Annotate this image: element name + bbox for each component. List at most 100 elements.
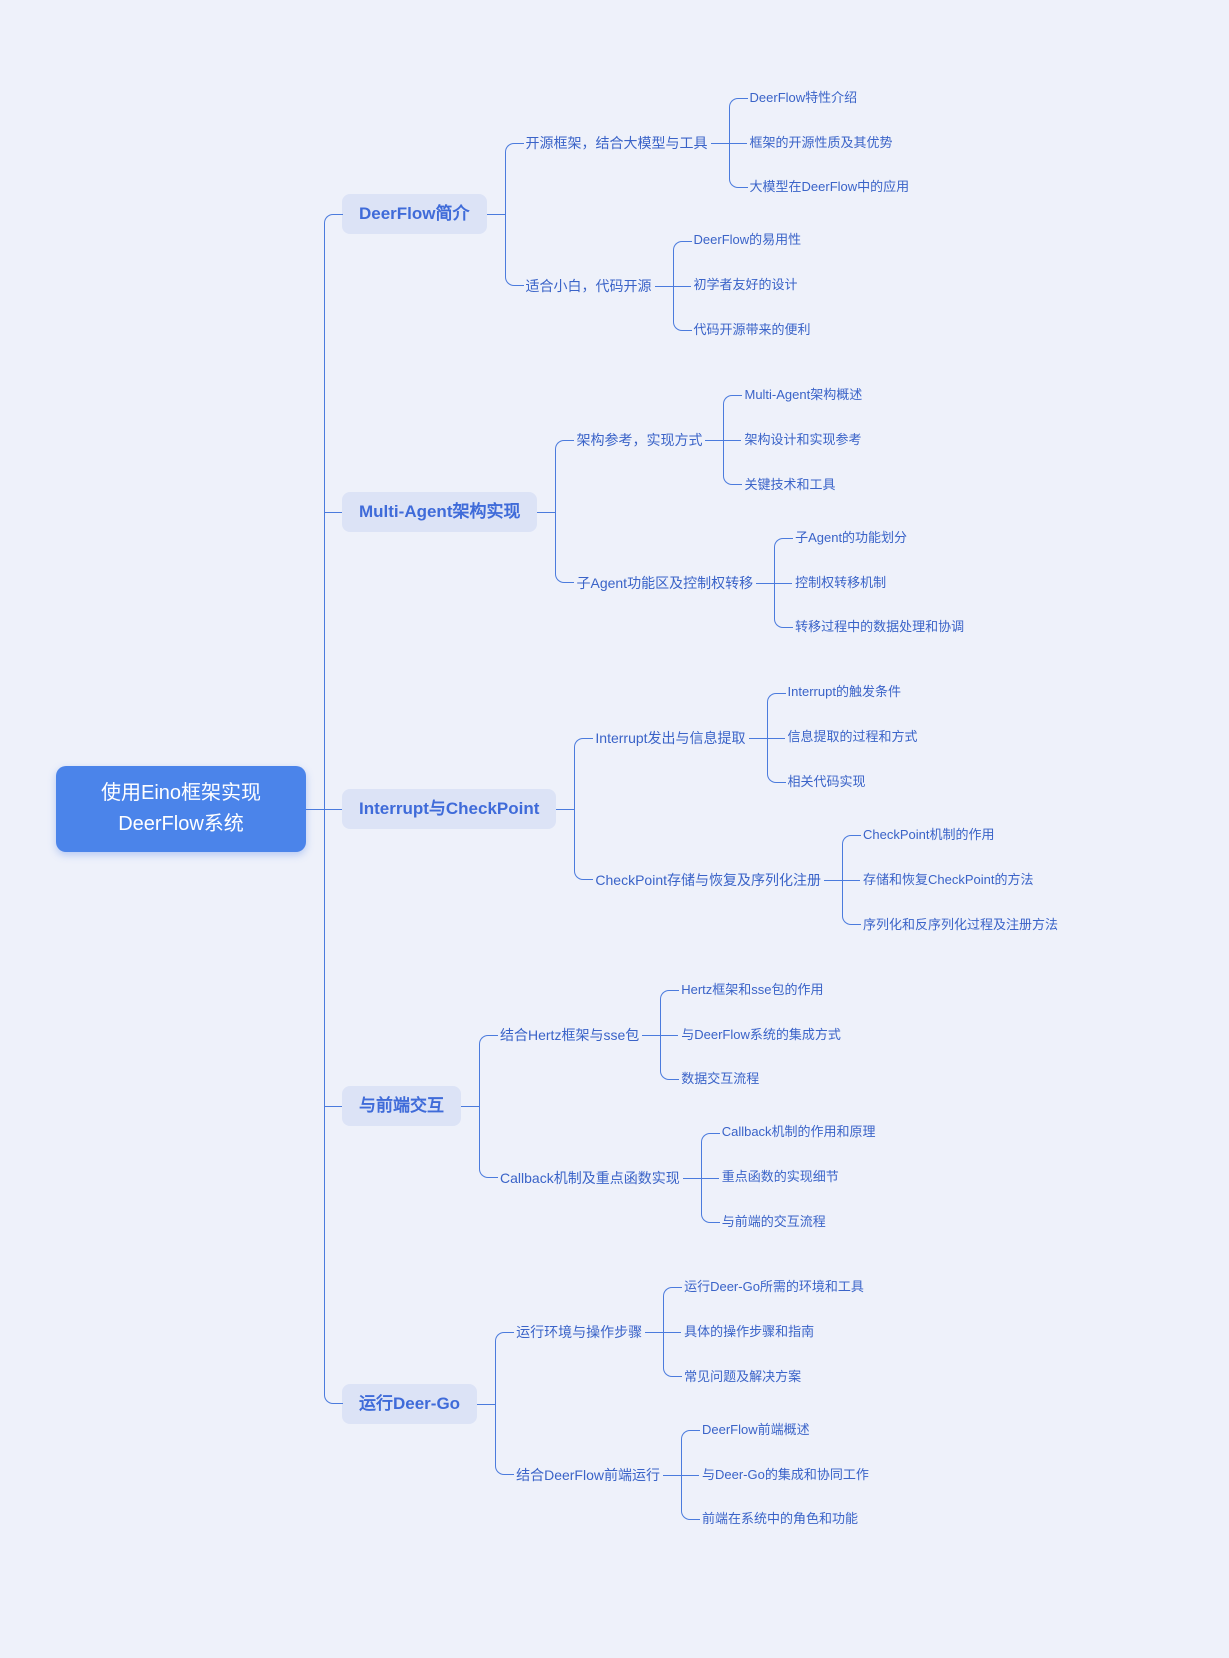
leaf-label[interactable]: 控制权转移机制 (795, 574, 887, 590)
leaf-node: CheckPoint机制的作用 (841, 813, 1061, 858)
leaf-node: Hertz框架和sse包的作用 (660, 968, 844, 1013)
children-group: Interrupt发出与信息提取 Interrupt的触发条件信息提取的过程和方式… (574, 666, 1061, 952)
children-group: DeerFlow特性介绍框架的开源性质及其优势大模型在DeerFlow中的应用 (728, 76, 913, 211)
leaf-node: DeerFlow的易用性 (672, 218, 814, 264)
subtopic-node: 运行环境与操作步骤运行Deer-Go所需的环境和工具具体的操作步骤和指南常见问题… (495, 1261, 872, 1404)
leaf-node: Callback机制的作用和原理 (700, 1110, 879, 1156)
leaf-label[interactable]: DeerFlow特性介绍 (749, 89, 858, 105)
subtopic-label[interactable]: 运行环境与操作步骤 (513, 1321, 664, 1343)
leaf-node: 架构设计和实现参考 (723, 417, 865, 463)
leaf-node: 框架的开源性质及其优势 (728, 120, 913, 166)
leaf-node: 与前端的交互流程 (700, 1200, 879, 1245)
leaf-label[interactable]: 存储和恢复CheckPoint的方法 (863, 871, 1034, 887)
subtopic-node: Interrupt发出与信息提取 Interrupt的触发条件信息提取的过程和方式… (574, 666, 1061, 809)
leaf-label[interactable]: Hertz框架和sse包的作用 (681, 981, 824, 997)
leaf-node: 与Deer-Go的集成和协同工作 (680, 1452, 872, 1498)
leaf-label[interactable]: Callback机制的作用和原理 (721, 1124, 876, 1140)
children-group: 运行Deer-Go所需的环境和工具具体的操作步骤和指南常见问题及解决方案 (663, 1265, 867, 1400)
leaf-label[interactable]: 运行Deer-Go所需的环境和工具 (684, 1279, 864, 1295)
leaf-node: DeerFlow前端概述 (680, 1408, 872, 1453)
leaf-node: 代码开源带来的便利 (672, 308, 814, 353)
leaf-node: Multi-Agent架构概述 (723, 373, 865, 418)
children-group: Multi-Agent架构概述架构设计和实现参考关键技术和工具 (723, 373, 865, 508)
subtopic-label[interactable]: CheckPoint存储与恢复及序列化注册 (592, 869, 842, 891)
leaf-node: 前端在系统中的角色和功能 (680, 1497, 872, 1542)
leaf-node: 数据交互流程 (660, 1057, 844, 1102)
leaf-label[interactable]: 代码开源带来的便利 (693, 322, 811, 338)
leaf-node: 控制权转移机制 (774, 560, 967, 606)
leaf-label[interactable]: Multi-Agent架构概述 (744, 386, 863, 402)
leaf-node: 关键技术和工具 (723, 462, 865, 508)
subtopic-label[interactable]: 结合DeerFlow前端运行 (513, 1464, 681, 1486)
leaf-node: 序列化和反序列化过程及注册方法 (841, 902, 1061, 948)
leaf-label[interactable]: 与Deer-Go的集成和协同工作 (701, 1466, 869, 1482)
children-group: Hertz框架和sse包的作用与DeerFlow系统的集成方式数据交互流程 (660, 968, 844, 1103)
branch-label[interactable]: 与前端交互 (342, 1086, 479, 1127)
leaf-label[interactable]: DeerFlow的易用性 (693, 232, 802, 248)
leaf-label[interactable]: 数据交互流程 (681, 1071, 760, 1087)
leaf-label[interactable]: 重点函数的实现细节 (721, 1169, 839, 1185)
leaf-node: 信息提取的过程和方式 (766, 715, 921, 761)
subtopic-label[interactable]: 开源框架，结合大模型与工具 (523, 132, 729, 154)
leaf-label[interactable]: Interrupt的触发条件 (787, 684, 901, 700)
leaf-node: Interrupt的触发条件 (766, 670, 921, 716)
leaf-label[interactable]: 序列化和反序列化过程及注册方法 (863, 916, 1059, 932)
subtopic-label[interactable]: 适合小白，代码开源 (523, 275, 673, 297)
leaf-label[interactable]: 具体的操作步骤和指南 (684, 1323, 815, 1339)
leaf-node: 初学者友好的设计 (672, 263, 814, 308)
leaf-node: 重点函数的实现细节 (700, 1155, 879, 1201)
leaf-label[interactable]: 关键技术和工具 (744, 476, 836, 492)
branch-label[interactable]: Multi-Agent架构实现 (342, 491, 557, 532)
branch-label[interactable]: DeerFlow简介 (342, 194, 505, 235)
subtopic-node: 适合小白，代码开源 DeerFlow的易用性初学者友好的设计代码开源带来的便利 (504, 214, 913, 357)
subtopic-label[interactable]: Interrupt发出与信息提取 (592, 727, 767, 749)
leaf-label[interactable]: 转移过程中的数据处理和协调 (795, 619, 965, 635)
branch-label[interactable]: 运行Deer-Go (342, 1383, 496, 1424)
leaf-label[interactable]: 初学者友好的设计 (693, 277, 798, 293)
leaf-node: 具体的操作步骤和指南 (663, 1309, 867, 1355)
children-group: 运行环境与操作步骤运行Deer-Go所需的环境和工具具体的操作步骤和指南常见问题… (495, 1261, 872, 1547)
leaf-label[interactable]: 相关代码实现 (787, 774, 866, 790)
leaf-label[interactable]: 信息提取的过程和方式 (787, 729, 918, 745)
subtopic-label[interactable]: 结合Hertz框架与sse包 (497, 1024, 661, 1046)
children-group: DeerFlow前端概述与Deer-Go的集成和协同工作前端在系统中的角色和功能 (680, 1408, 872, 1543)
leaf-node: 大模型在DeerFlow中的应用 (728, 165, 913, 210)
root-label[interactable]: 使用Eino框架实现 DeerFlow系统 (56, 766, 324, 852)
leaf-node: DeerFlow特性介绍 (728, 76, 913, 121)
leaf-node: 常见问题及解决方案 (663, 1354, 867, 1400)
leaf-node: 存储和恢复CheckPoint的方法 (841, 857, 1061, 903)
subtopic-label[interactable]: 架构参考，实现方式 (573, 429, 724, 451)
leaf-label[interactable]: CheckPoint机制的作用 (863, 827, 995, 842)
subtopic-label[interactable]: Callback机制及重点函数实现 (497, 1167, 701, 1189)
leaf-label[interactable]: 与DeerFlow系统的集成方式 (681, 1026, 841, 1042)
leaf-node: 与DeerFlow系统的集成方式 (660, 1012, 844, 1058)
leaf-node: 转移过程中的数据处理和协调 (774, 605, 967, 650)
leaf-label[interactable]: 框架的开源性质及其优势 (749, 134, 893, 150)
leaf-label[interactable]: 与前端的交互流程 (721, 1214, 826, 1230)
leaf-label[interactable]: 常见问题及解决方案 (684, 1368, 802, 1384)
leaf-label[interactable]: 大模型在DeerFlow中的应用 (749, 179, 910, 195)
leaf-label[interactable]: DeerFlow前端概述 (701, 1421, 810, 1437)
subtopic-label[interactable]: 子Agent功能区及控制权转移 (573, 572, 774, 594)
leaf-label[interactable]: 前端在系统中的角色和功能 (701, 1511, 858, 1527)
leaf-label[interactable]: 子Agent的功能划分 (795, 529, 908, 545)
children-group: CheckPoint机制的作用存储和恢复CheckPoint的方法序列化和反序列… (841, 813, 1061, 948)
branch-label[interactable]: Interrupt与CheckPoint (342, 788, 575, 830)
subtopic-node: 子Agent功能区及控制权转移 子Agent的功能划分控制权转移机制转移过程中的数… (555, 511, 967, 655)
leaf-label[interactable]: 架构设计和实现参考 (744, 431, 862, 447)
children-group: Callback机制的作用和原理重点函数的实现细节与前端的交互流程 (700, 1110, 879, 1245)
